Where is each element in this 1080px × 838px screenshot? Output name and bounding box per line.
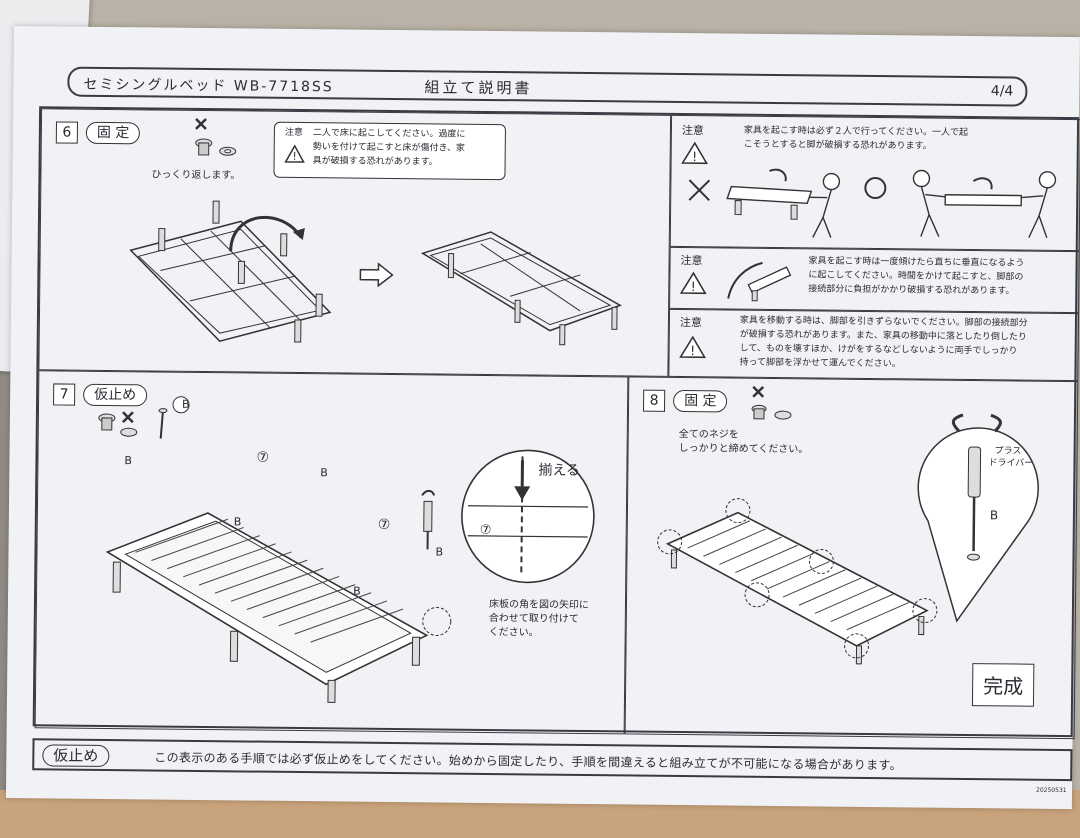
- caution1-title: 注意: [681, 124, 705, 138]
- caution1-line2: こそうとすると脚が破損する恐れがあります。: [743, 139, 932, 152]
- caution3-line4: 持って脚部を浮かせて運んでください。: [739, 357, 901, 370]
- caution2-line1: 家具を起こす時は一度傾けたら直ちに垂直になるよう: [808, 256, 1025, 269]
- step6-note-line3: 具が破損する恐れがあります。: [312, 156, 438, 168]
- step7-corner-detail-circle: [461, 449, 595, 584]
- tilt-frame-illustration: [727, 261, 792, 302]
- step6-parts-icon: [195, 118, 237, 156]
- svg-text:!: !: [692, 150, 697, 165]
- step7-slats-illustration: [105, 512, 452, 703]
- step7-note-line3: ください。: [488, 627, 539, 639]
- warning-icon: !: [284, 144, 305, 163]
- step6-frame-upright-illustration: [420, 231, 622, 346]
- step8-screw-b: B: [989, 508, 999, 523]
- step8-bed-illustration: [657, 498, 938, 665]
- step7-part-b-label: B: [181, 397, 190, 411]
- footer-label: 仮止め: [42, 744, 110, 768]
- warning-icon: !: [681, 141, 709, 165]
- step6-caption: ひっくり返します。: [151, 169, 241, 182]
- footer-text: この表示のある手順では必ず仮止めをしてください。始めから固定したり、手順を間違え…: [154, 750, 902, 773]
- step6-note-title: 注意: [284, 127, 303, 139]
- wrong-lifting-illustration: [688, 168, 841, 238]
- caution2-title: 注意: [680, 253, 703, 268]
- caution1-line1: 家具を起こす時は必ず２人で行ってください。一人で起: [743, 125, 969, 138]
- step8-note-line2: しっかりと締めてください。: [678, 442, 809, 456]
- step7-screw-b-1: B: [124, 454, 133, 468]
- step7-number: 7: [53, 383, 76, 406]
- correct-lifting-illustration: [864, 169, 1057, 239]
- step7-note-line1: 床板の角を図の矢印に: [488, 599, 590, 612]
- step7-detail-part-label: ⑦: [479, 522, 492, 539]
- step8-parts-icon: [751, 385, 792, 420]
- step6-frame-upside-down-illustration: [129, 200, 332, 343]
- caution3-title: 注意: [679, 315, 702, 330]
- step7-panel: 7 仮止め B: [34, 370, 629, 735]
- title-bar: セミシングルベッド WB-7718SS 組立て説明書 4/4: [67, 66, 1028, 107]
- step7-note-line2: 合わせて取り付けて: [488, 613, 579, 625]
- step6-panel: 6 固 定 ひっくり返します。 注意 ! 二人で床に起こしてください。過度に 勢…: [38, 108, 672, 377]
- screwdriver-turn-icon: [421, 489, 436, 550]
- step8-note-line1: 全てのネジを: [678, 428, 739, 441]
- svg-text:!: !: [690, 344, 695, 359]
- caution-panel-2: 注意 ! 家具を起こす時は一度傾けたら直ちに垂直になるよう に起こしてください。…: [669, 246, 1080, 314]
- caution2-line2: に起こしてください。時間をかけて起こすと、脚部の: [808, 270, 1024, 283]
- step6-note-line1: 二人で床に起こしてください。過度に: [312, 128, 466, 140]
- step7-screw-b-3: B: [233, 515, 242, 529]
- step7-slat-label-2: ⑦: [377, 516, 391, 533]
- step8-tool-line2: ドライバー: [988, 458, 1034, 469]
- caution2-line3: 接続部分に負担がかかり破損する恐れがあります。: [808, 284, 1015, 297]
- main-frame: 6 固 定 ひっくり返します。 注意 ! 二人で床に起こしてください。過度に 勢…: [32, 106, 1080, 740]
- step7-screw-b-5: B: [353, 584, 361, 598]
- step6-note-box: 注意 ! 二人で床に起こしてください。過度に 勢いを付けて起こすと床が傷付き、家…: [273, 121, 506, 181]
- step6-note-line2: 勢いを付けて起こすと床が傷付き、家: [312, 142, 465, 154]
- caution-panel-3: 注意 ! 家具を移動する時は、脚部を引きずらないでください。脚部の接続部分 が破…: [668, 308, 1080, 382]
- svg-text:!: !: [292, 150, 297, 163]
- step7-slat-label-1: ⑦: [256, 449, 270, 466]
- instruction-sheet: セミシングルベッド WB-7718SS 組立て説明書 4/4 6 固 定 ひっく…: [5, 26, 1080, 810]
- svg-text:!: !: [691, 280, 696, 295]
- warning-icon: !: [679, 335, 706, 359]
- done-label: 完成: [971, 663, 1035, 707]
- step6-label: 固 定: [85, 121, 141, 145]
- doc-title: 組立て説明書: [424, 78, 533, 98]
- step7-parts-icon: [98, 396, 190, 439]
- warning-icon: !: [679, 271, 707, 295]
- caution-panel-1: 注意 ! 家具を起こす時は必ず２人で行ってください。一人で起 こそうとすると脚が…: [669, 114, 1080, 252]
- page-number: 4/4: [990, 83, 1014, 100]
- step8-panel: 8 固 定 全てのネジを しっかりと締めてください。: [624, 376, 1079, 740]
- step8-number: 8: [642, 389, 666, 412]
- footer-note: 仮止め この表示のある手順では必ず仮止めをしてください。始めから固定したり、手順…: [32, 738, 1073, 782]
- step7-align-label: 揃える: [538, 462, 581, 479]
- step7-label: 仮止め: [83, 383, 148, 407]
- document-code: 20250531: [1036, 786, 1067, 795]
- step6-number: 6: [55, 121, 79, 144]
- step8-label: 固 定: [672, 389, 728, 413]
- step7-screw-b-2: B: [320, 466, 328, 480]
- arrow-right-icon: [359, 262, 394, 288]
- model-name: セミシングルベッド WB-7718SS: [83, 76, 334, 96]
- step8-screwdriver-detail: [917, 413, 1039, 623]
